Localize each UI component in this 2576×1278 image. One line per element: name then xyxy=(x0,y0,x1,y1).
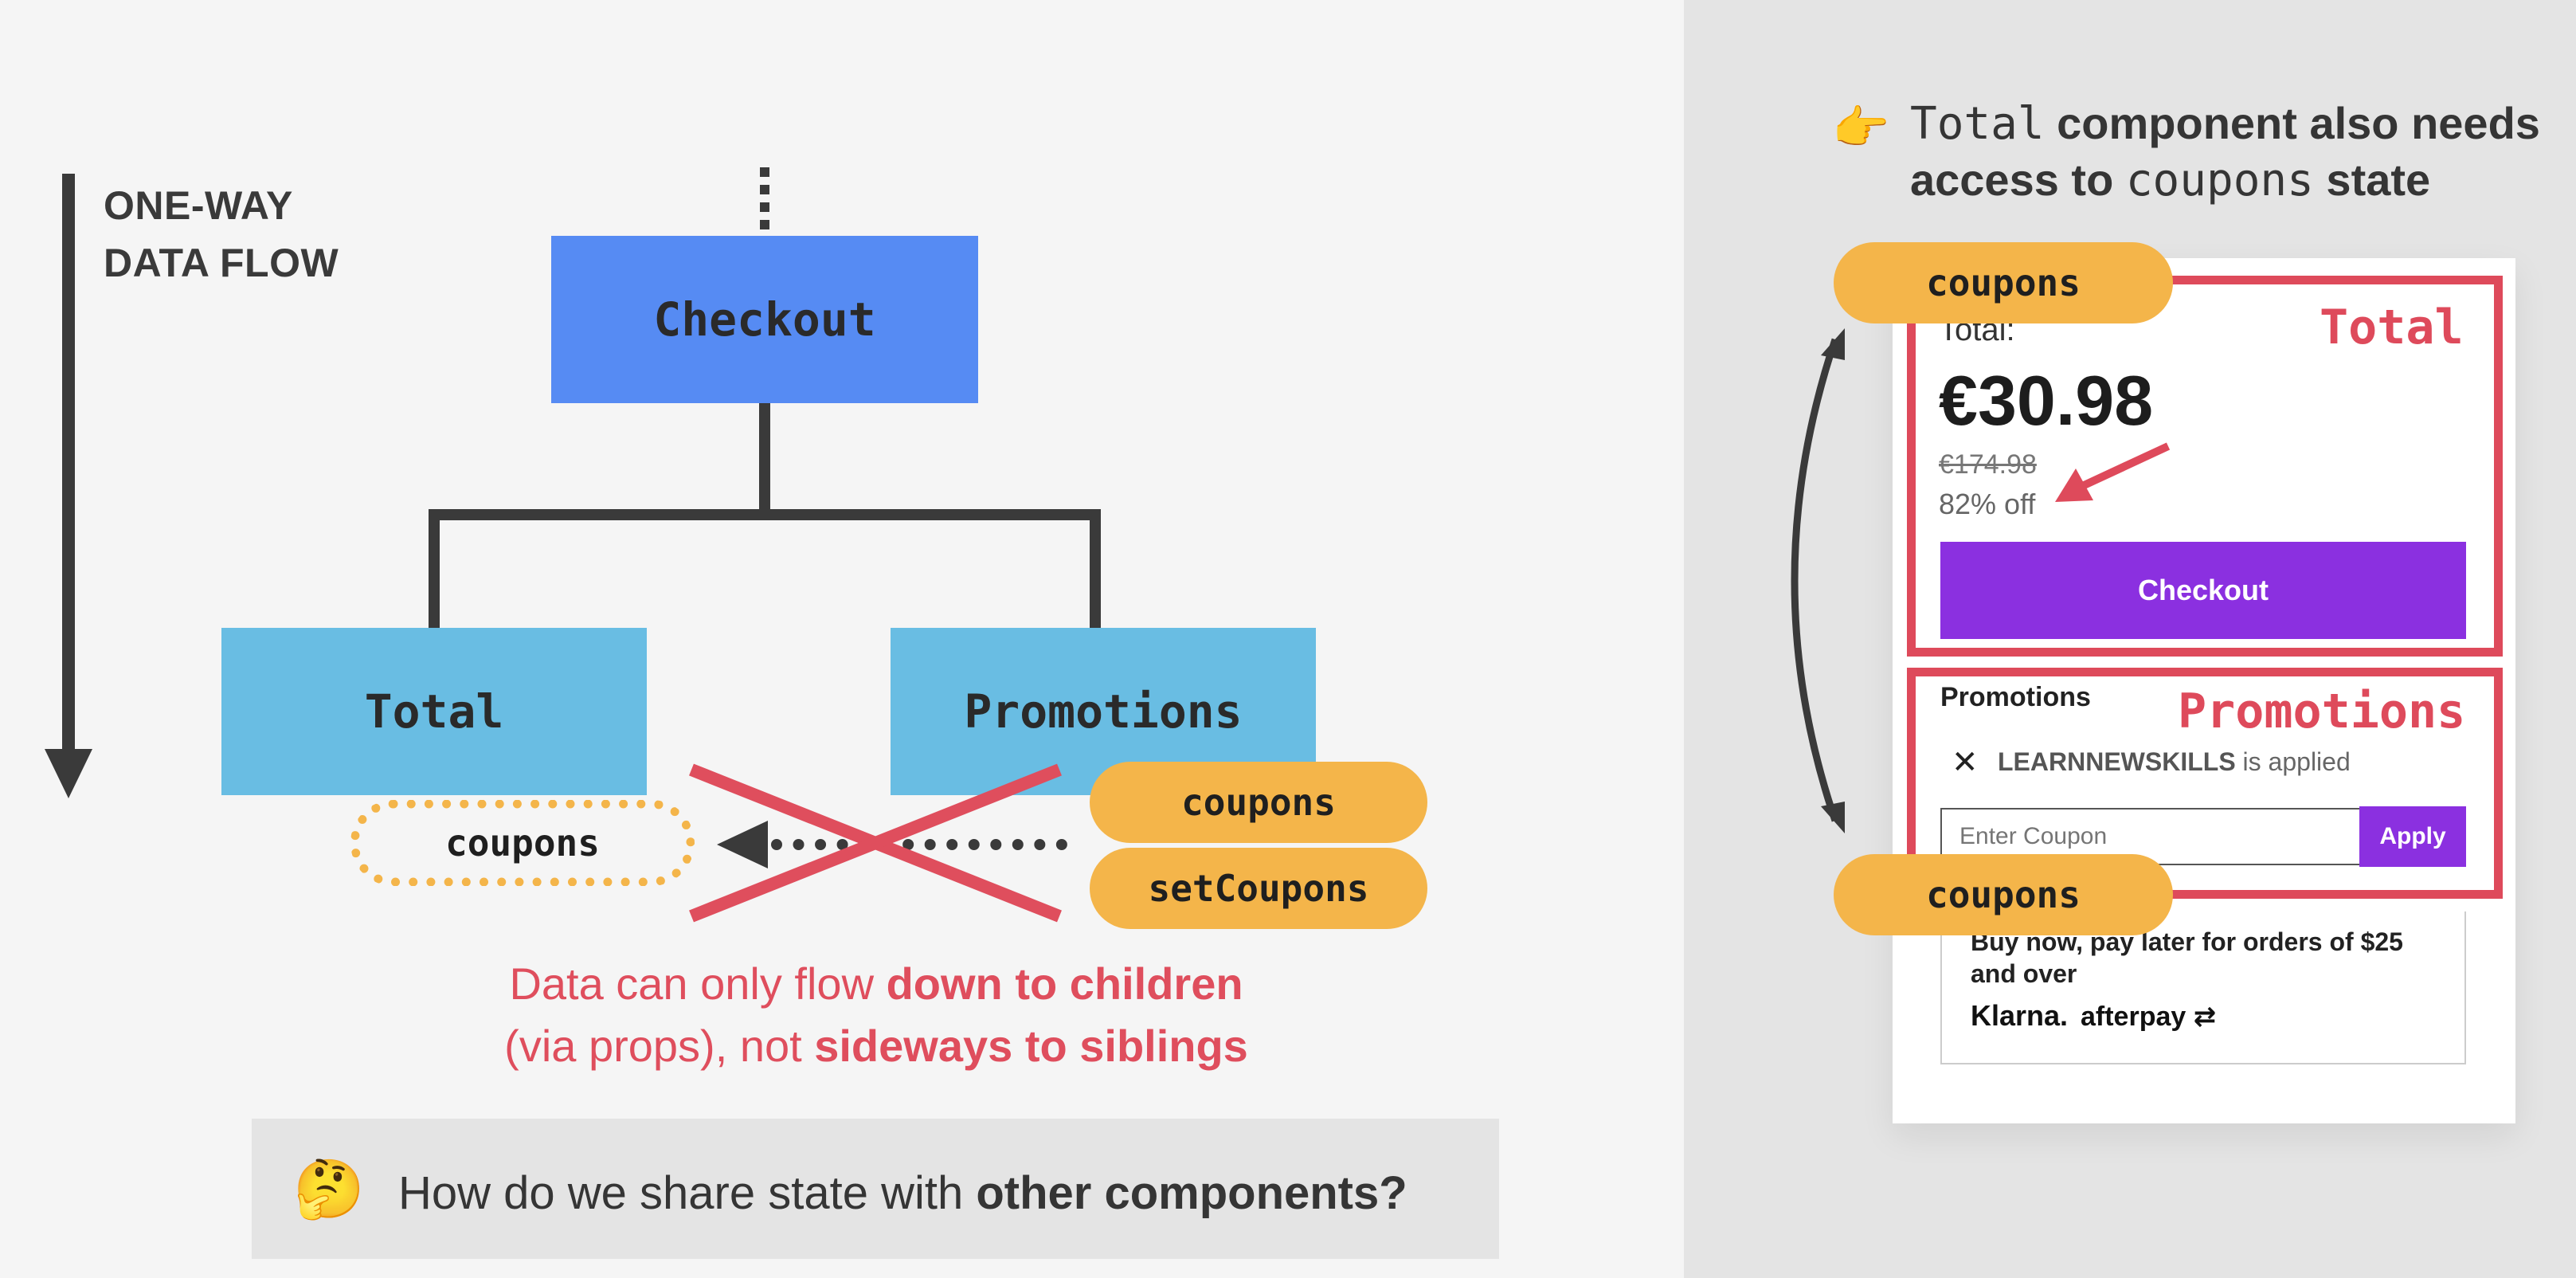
bnpl-text: Buy now, pay later for orders of $25 and… xyxy=(1971,927,2403,988)
klarna-logo: Klarna. xyxy=(1971,999,2069,1032)
coupons-state-pill: coupons xyxy=(1090,762,1427,843)
curved-arrow-head-top xyxy=(1821,328,1845,360)
sideways-dotted-arrow-line xyxy=(771,839,1067,850)
price-pointer-arrow-shaft xyxy=(2077,442,2171,492)
apply-coupon-button[interactable]: Apply xyxy=(2359,806,2466,867)
data-flow-label-line2: DATA FLOW xyxy=(104,241,339,285)
curved-arrow-head-bottom xyxy=(1821,802,1845,833)
checkout-card xyxy=(1893,258,2515,1123)
data-flow-arrow-head xyxy=(45,749,92,798)
promotions-coupons-pill: coupons xyxy=(1834,854,2173,935)
note-code-coupons: coupons xyxy=(2125,155,2314,206)
total-component-frame xyxy=(1907,276,2503,657)
tree-connectors xyxy=(429,167,1101,629)
coupon-input[interactable] xyxy=(1940,808,2361,865)
price-pointer-arrow-head xyxy=(2055,468,2093,502)
total-coupons-pill: coupons xyxy=(1834,242,2173,323)
applied-coupon-code: LEARNNEWSKILLS xyxy=(1998,747,2236,776)
forbidden-cross-icon xyxy=(689,763,1062,923)
total-component-box: Total xyxy=(221,628,647,795)
missing-coupons-state: coupons xyxy=(350,800,695,886)
applied-coupon-text: LEARNNEWSKILLS is applied xyxy=(1998,747,2351,777)
note-text: Total component also needs access to cou… xyxy=(1910,96,2563,209)
question-text: How do we share state with other compone… xyxy=(398,1163,1407,1224)
question-text-bold: other components? xyxy=(976,1167,1407,1219)
old-price: €174.98 xyxy=(1939,449,2037,480)
total-frame-label: Total xyxy=(2320,300,2464,355)
pointing-hand-icon: 👉 xyxy=(1832,102,1890,154)
promotions-component-frame xyxy=(1907,668,2503,899)
afterpay-arrows-icon: ⇄ xyxy=(2186,1002,2217,1032)
caption-part1: Data can only flow xyxy=(509,958,887,1009)
data-flow-caption: Data can only flow down to children (via… xyxy=(239,953,1513,1077)
question-box xyxy=(252,1119,1499,1259)
afterpay-logo: afterpay ⇄ xyxy=(2081,1001,2216,1033)
note-code-total: Total xyxy=(1910,98,2045,150)
price-pointer-arrow xyxy=(2055,442,2171,502)
data-flow-label-line1: ONE-WAY xyxy=(104,183,293,228)
bnpl-box xyxy=(1940,911,2466,1064)
note-text-2: state xyxy=(2313,155,2431,205)
curved-double-arrow xyxy=(1791,328,1845,833)
total-price: €30.98 xyxy=(1939,361,2154,440)
curved-arrow-path xyxy=(1791,338,1839,822)
note-text-1: component also needs access to xyxy=(1910,98,2540,205)
data-flow-label: ONE-WAY DATA FLOW xyxy=(104,177,339,292)
promotions-frame-label: Promotions xyxy=(2178,684,2466,739)
caption-bold2: sideways to siblings xyxy=(814,1021,1248,1071)
caption-part2: (via props), not xyxy=(504,1021,815,1071)
sideways-dotted-arrow-head xyxy=(717,821,768,868)
caption-bold1: down to children xyxy=(886,958,1243,1009)
promotions-title: Promotions xyxy=(1940,682,2091,712)
thinking-face-icon: 🤔 xyxy=(293,1158,365,1221)
afterpay-logo-text: afterpay xyxy=(2081,1002,2186,1032)
remove-coupon-icon[interactable]: ✕ xyxy=(1952,745,1979,780)
question-text-normal: How do we share state with xyxy=(398,1167,977,1219)
discount-label: 82% off xyxy=(1939,488,2036,520)
set-coupons-state-pill: setCoupons xyxy=(1090,848,1427,929)
applied-coupon-suffix: is applied xyxy=(2235,747,2351,776)
checkout-component-box: Checkout xyxy=(551,236,978,403)
checkout-button[interactable]: Checkout xyxy=(1940,542,2466,639)
data-flow-arrow-line xyxy=(62,174,75,755)
cross-stroke-2 xyxy=(689,763,1062,923)
